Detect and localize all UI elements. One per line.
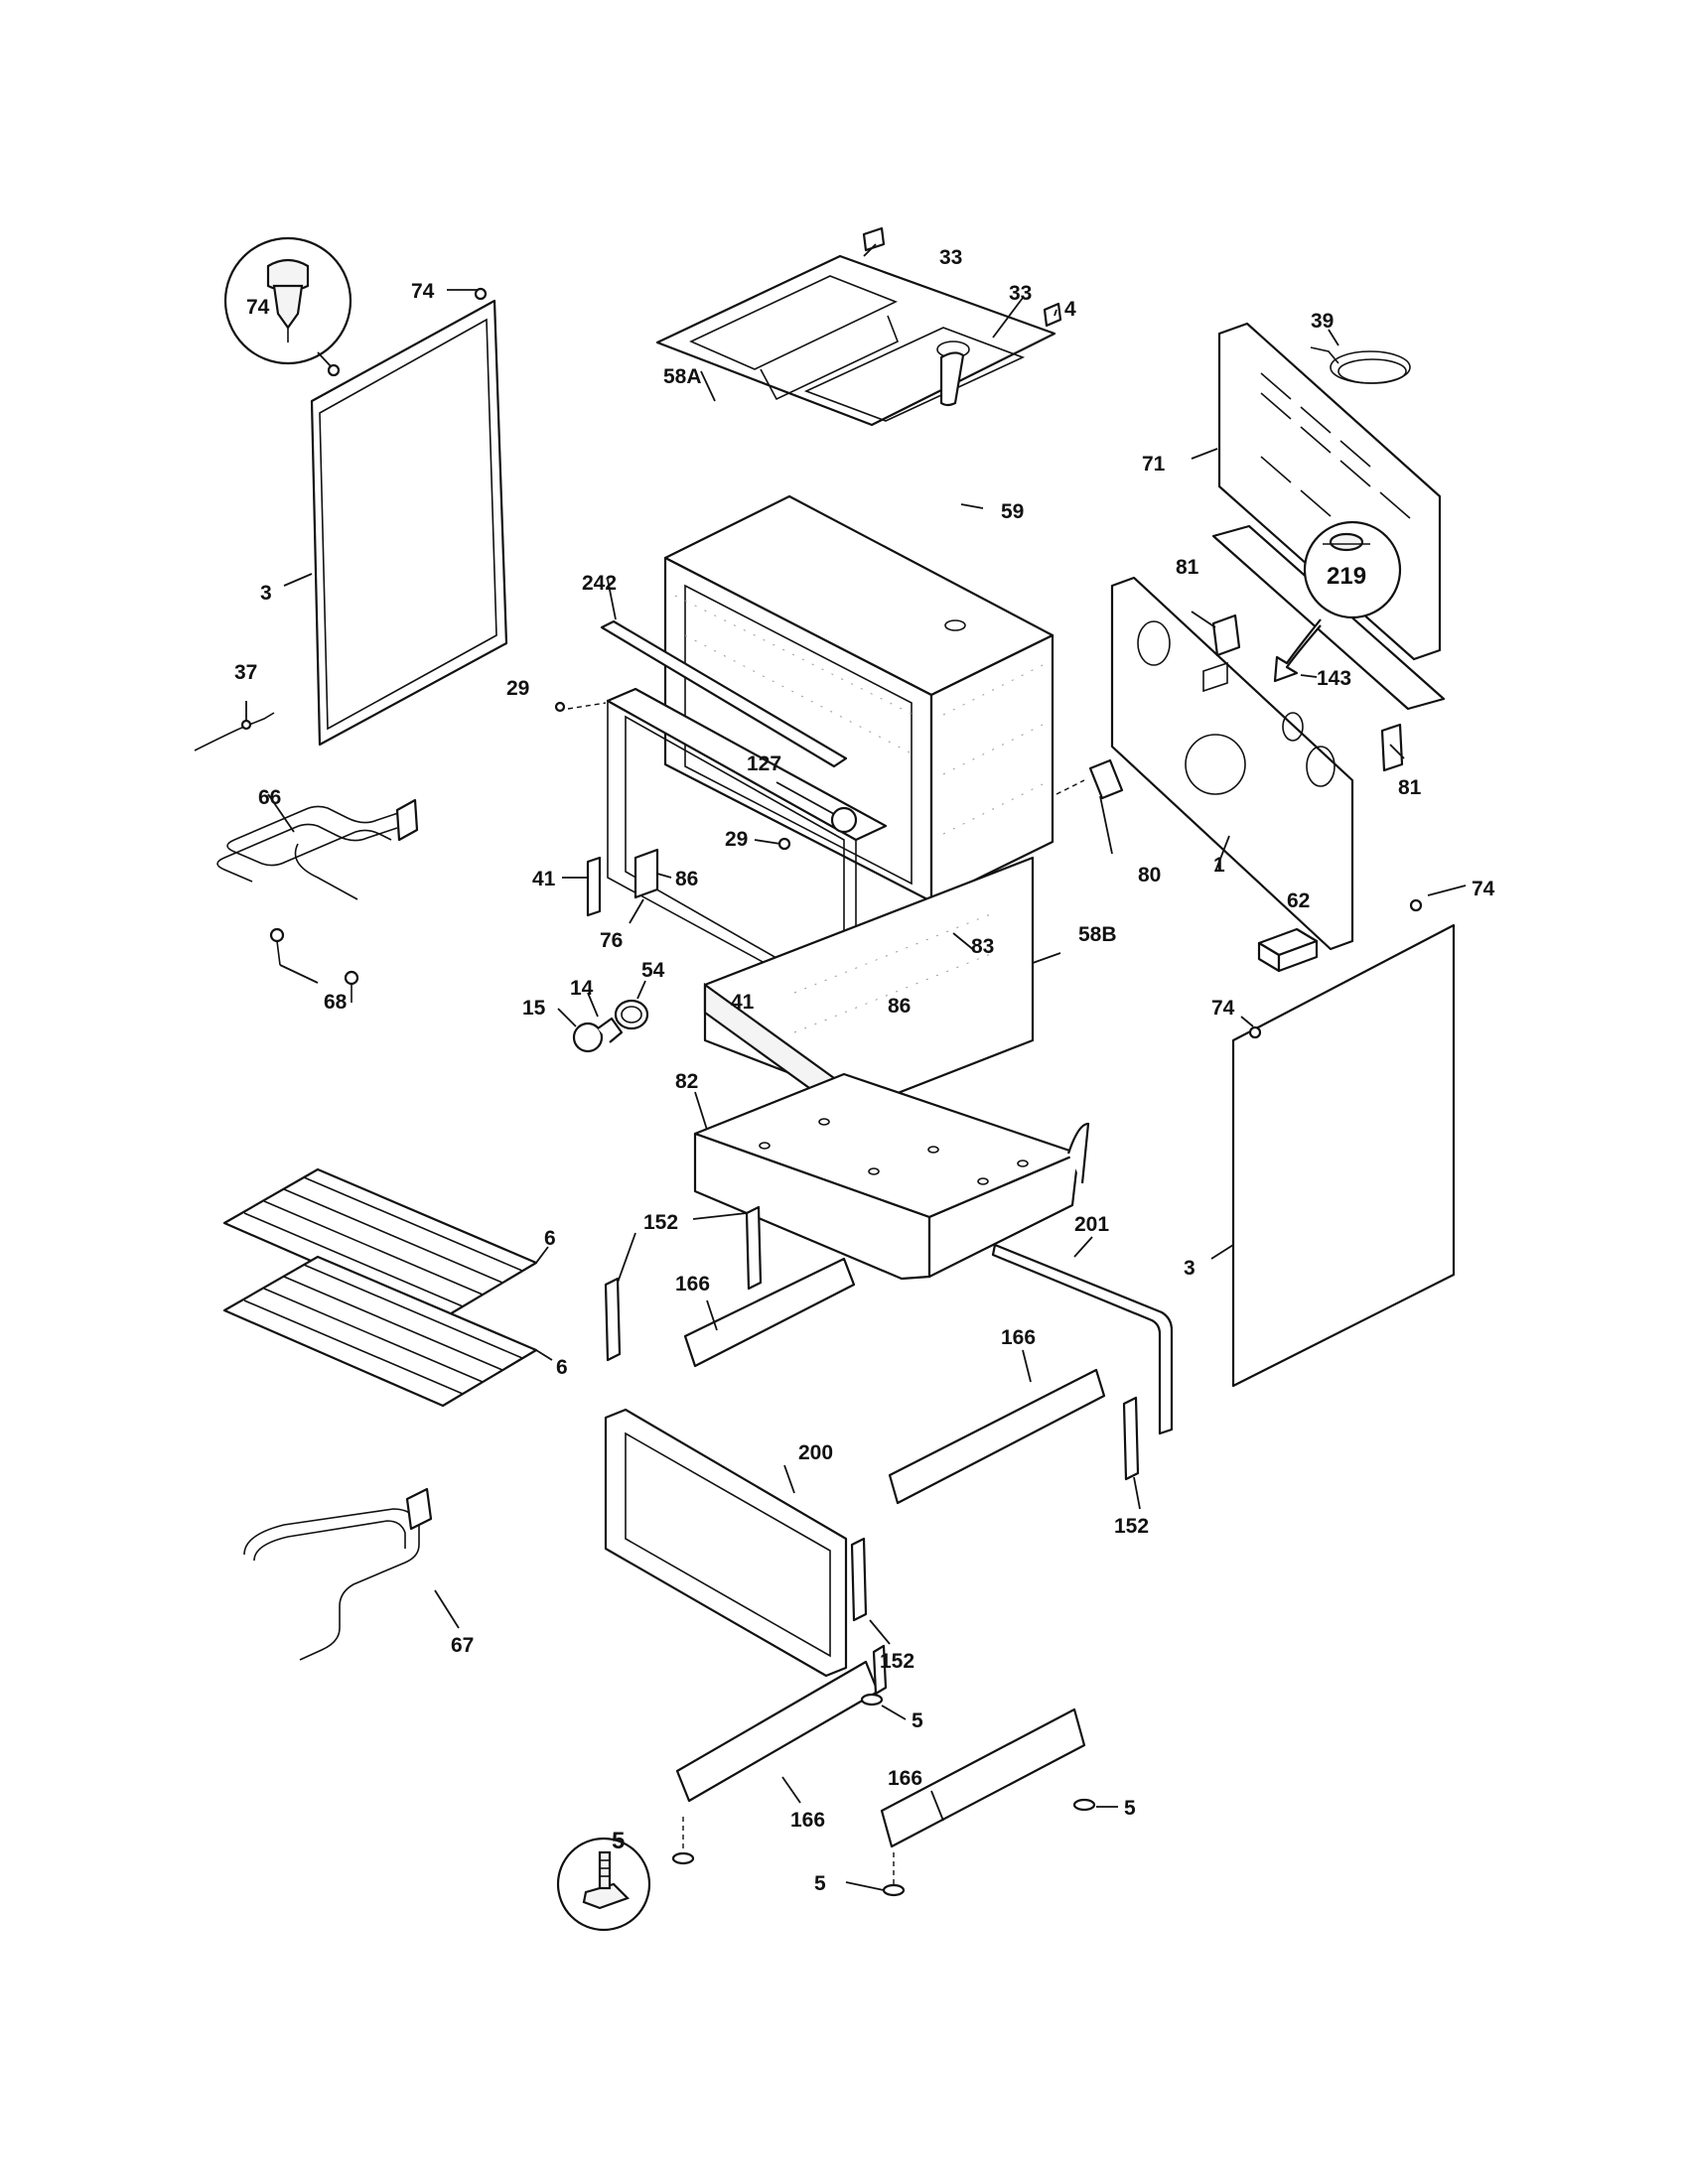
leveling-feet-5 [671, 1693, 1118, 1897]
callout-labels: 74 74 3 37 66 68 33 33 4 39 71 58A 59 24… [234, 246, 1495, 1895]
callout-152-upper: 152 [643, 1211, 678, 1234]
top-panel-4 [655, 226, 1062, 427]
frame-201 [991, 1236, 1174, 1435]
callout-81-upper: 81 [1176, 556, 1199, 579]
rack-slide-166-right [888, 1349, 1141, 1510]
bake-element-66 [216, 793, 419, 1003]
wire-harness-37 [194, 701, 275, 751]
callout-80: 80 [1138, 864, 1161, 887]
bottom-pan-82 [693, 1072, 1090, 1281]
callout-71: 71 [1142, 453, 1166, 476]
callout-66: 66 [258, 786, 281, 809]
callout-3-left: 3 [260, 582, 272, 605]
callout-29-upper: 29 [506, 677, 529, 700]
callout-58a: 58A [663, 365, 702, 388]
callout-leaders [283, 243, 1405, 759]
callout-68: 68 [324, 991, 348, 1014]
callout-3-right: 3 [1184, 1257, 1196, 1280]
callout-62: 62 [1287, 889, 1310, 912]
callout-33-right: 4 [1064, 298, 1076, 321]
callout-58b: 58B [1078, 923, 1117, 946]
callout-6-lower: 6 [556, 1356, 568, 1379]
callout-152-lower: 152 [880, 1650, 914, 1673]
detail-leveler-5 [556, 1837, 651, 1932]
callout-41-lower: 41 [731, 991, 755, 1014]
callout-143: 143 [1317, 667, 1351, 690]
rear-panel-1 [1055, 576, 1404, 951]
callout-39: 39 [1311, 310, 1334, 333]
callout-15: 15 [522, 997, 546, 1020]
terminal-block-62 [1257, 927, 1319, 973]
base-rails-166 [675, 1644, 1086, 1848]
callout-242: 242 [582, 572, 617, 595]
callout-166-upper: 166 [675, 1273, 710, 1296]
oven-sensor-127 [554, 701, 858, 851]
side-panel-right [1210, 885, 1467, 1388]
callout-74-top: 74 [411, 280, 435, 303]
callout-82: 82 [675, 1070, 698, 1093]
callout-219: 219 [1327, 563, 1366, 590]
detail-thermostat-219 [1273, 520, 1402, 683]
callout-166-lower-right: 166 [888, 1767, 922, 1790]
drawer-front-200 [604, 1408, 891, 1678]
oven-racks-6 [222, 1167, 553, 1408]
broil-element-67 [243, 1487, 460, 1661]
callout-127: 127 [747, 752, 781, 775]
callout-4: 33 [1009, 282, 1032, 305]
callout-201: 201 [1074, 1213, 1109, 1236]
vent-tube-59 [939, 351, 965, 407]
callout-33-top: 33 [939, 246, 962, 269]
callout-74-right-top: 74 [1472, 878, 1495, 900]
callout-5-detail: 5 [612, 1828, 625, 1854]
callout-41-upper: 41 [532, 868, 556, 890]
callout-29-lower: 29 [725, 828, 748, 851]
callout-5-upper: 5 [912, 1709, 923, 1732]
callout-166-lower-left: 166 [790, 1809, 825, 1832]
callout-74-detail: 74 [246, 296, 270, 319]
callout-67: 67 [451, 1634, 474, 1657]
callout-81-lower: 81 [1398, 776, 1422, 799]
oven-light-assembly [557, 980, 649, 1053]
callout-166-middle: 166 [1001, 1326, 1036, 1349]
power-cord-39 [1310, 329, 1411, 384]
callout-152-right: 152 [1114, 1515, 1149, 1538]
detail-screw-74 [223, 236, 352, 377]
callout-200: 200 [798, 1441, 833, 1464]
callout-54: 54 [641, 959, 665, 982]
callout-6-upper: 6 [544, 1227, 556, 1250]
callout-76: 76 [600, 929, 623, 952]
callout-14: 14 [570, 977, 594, 1000]
callout-5-right: 5 [1124, 1797, 1136, 1820]
callout-86-lower: 86 [888, 995, 911, 1018]
callout-74-right: 74 [1211, 997, 1235, 1020]
rack-slides-upper [604, 1205, 856, 1368]
callout-86-upper: 86 [675, 868, 698, 890]
callout-83: 83 [971, 935, 994, 958]
callout-1: 1 [1213, 854, 1225, 877]
callout-37: 37 [234, 661, 257, 684]
callout-5-bottom: 5 [814, 1872, 826, 1895]
side-panel-left [310, 287, 508, 747]
trim-strip-242 [600, 579, 848, 768]
callout-59: 59 [1001, 500, 1024, 523]
